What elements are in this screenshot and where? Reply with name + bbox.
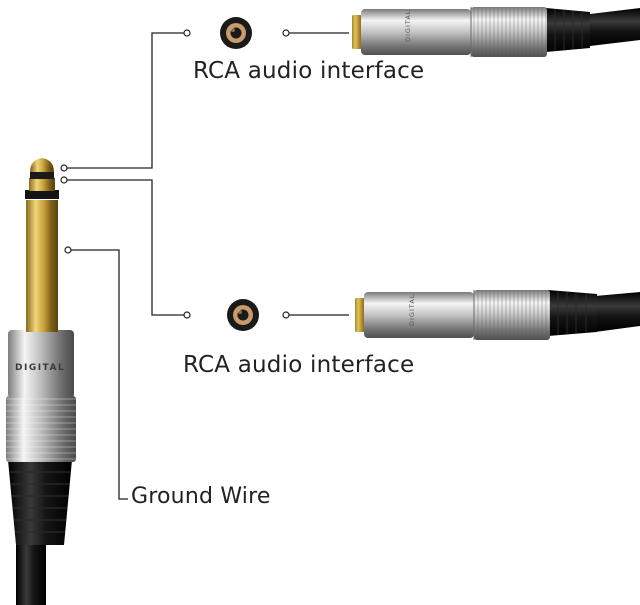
quarter-inch-plug-icon: DIGITAL <box>6 158 76 605</box>
jack-bottom-brand: DIGITAL <box>408 294 416 326</box>
ground-wire-label: Ground Wire <box>131 484 271 509</box>
rca-top-label: RCA audio interface <box>193 58 424 84</box>
plug-brand: DIGITAL <box>15 363 65 373</box>
top-rca-left-dot <box>184 30 190 36</box>
bottom-signal-line <box>64 180 186 315</box>
bottom-rca-left-dot <box>184 312 190 318</box>
rca-female-connector-icon: DIGITAL <box>355 290 640 340</box>
top-rca-right-dot <box>283 30 289 36</box>
rca-jack-icon <box>220 17 252 49</box>
rca-bottom-label: RCA audio interface <box>183 352 414 378</box>
rca-female-connector-icon: DIGITAL <box>352 7 640 57</box>
ring-dot <box>61 177 67 183</box>
tip-dot <box>61 165 67 171</box>
jack-top-brand: DIGITAL <box>404 10 412 42</box>
ground-line <box>68 250 128 499</box>
bottom-rca-right-dot <box>283 312 289 318</box>
connection-lines <box>64 33 349 499</box>
ground-dot <box>65 247 71 253</box>
rca-jack-icon <box>227 299 259 331</box>
top-signal-line <box>64 33 186 168</box>
